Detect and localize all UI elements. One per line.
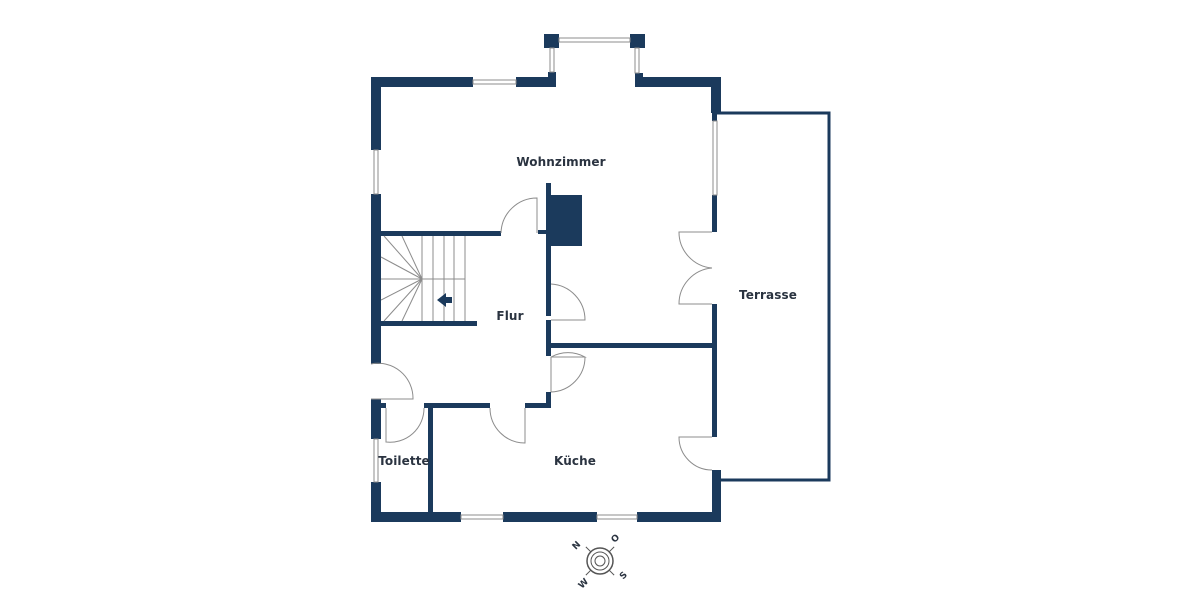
room-label-toilette: Toilette	[378, 454, 430, 468]
staircase	[380, 235, 466, 322]
windows	[373, 37, 718, 520]
terrace-outline	[716, 111, 831, 482]
room-label-flur: Flur	[496, 309, 524, 323]
compass-icon	[585, 546, 615, 576]
room-label-terrasse: Terrasse	[739, 288, 797, 302]
room-label-wohnzimmer: Wohnzimmer	[516, 155, 606, 169]
stairs-arrow-icon	[437, 293, 452, 307]
room-label-kueche: Küche	[554, 454, 596, 468]
walls	[371, 34, 721, 522]
doors	[370, 197, 713, 471]
